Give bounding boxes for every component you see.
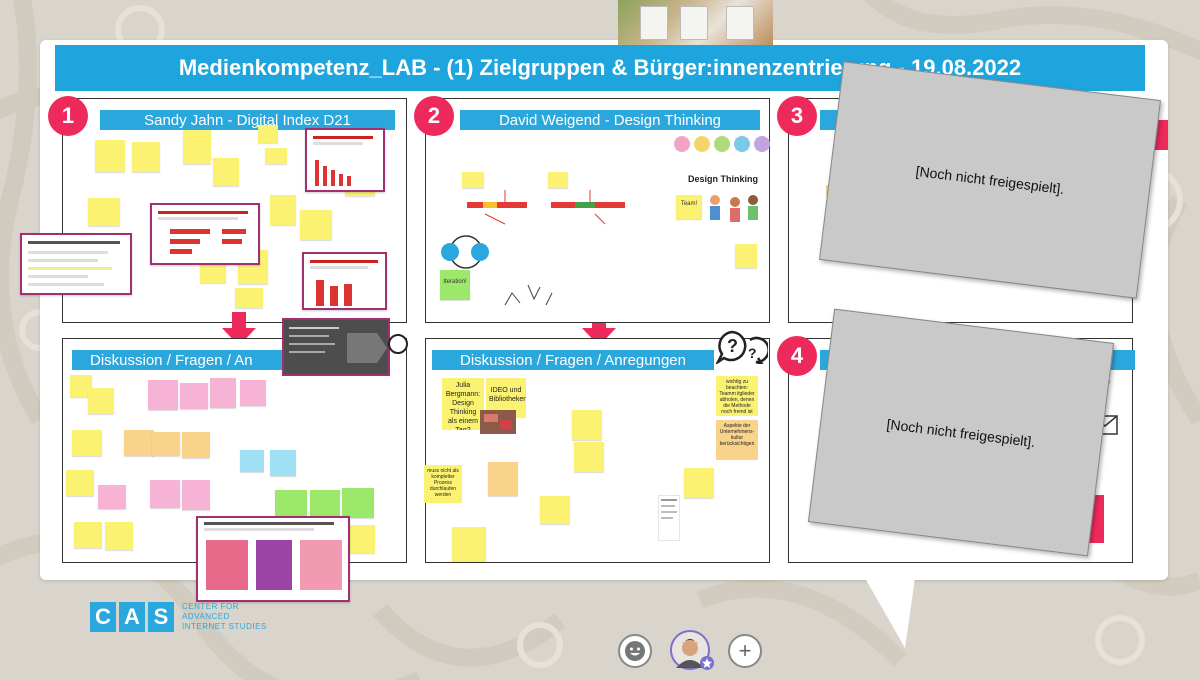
locked-card[interactable]: [Noch nicht freigespielt]. [807, 308, 1115, 557]
sticky-note[interactable] [572, 410, 602, 440]
star-badge-icon [700, 656, 714, 670]
sticky-note[interactable] [183, 130, 211, 164]
emoji-reaction-button[interactable] [618, 634, 652, 668]
sticky-note[interactable] [548, 172, 568, 188]
section-number-1: 1 [48, 96, 88, 136]
section-heading-1: Sandy Jahn - Digital Index D21 [100, 110, 395, 130]
sticky-note[interactable]: wichtig zu beachten: Teamm itglieder abh… [716, 376, 758, 416]
sticky-note[interactable] [88, 198, 120, 226]
design-thinking-icons [674, 136, 770, 152]
sticky-note[interactable] [300, 210, 332, 240]
svg-text:?: ? [727, 336, 738, 356]
sticky-note[interactable] [345, 525, 375, 553]
board-header-photo [618, 0, 773, 52]
cais-logo: C A S CENTER FOR ADVANCED INTERNET STUDI… [90, 602, 267, 632]
discussion-heading-1: Diskussion / Fragen / An [72, 350, 292, 370]
sticky-note[interactable] [342, 488, 374, 518]
sticky-note[interactable] [180, 383, 208, 409]
svg-text:?: ? [748, 345, 757, 361]
sticky-note[interactable] [70, 375, 92, 397]
sticky-note[interactable] [148, 380, 178, 410]
emoji-face-icon [625, 641, 645, 661]
sticky-note[interactable] [240, 380, 266, 406]
people-illustration [710, 195, 758, 222]
section-heading-2: David Weigend - Design Thinking [460, 110, 760, 130]
question-speech-bubbles-icon: ? ? [716, 330, 768, 364]
sticky-note[interactable] [66, 470, 94, 496]
logo-line: CENTER FOR [182, 602, 239, 611]
sticky-note[interactable] [540, 496, 570, 524]
arrow-down-icon [222, 312, 256, 346]
sticky-note[interactable]: Iteration! [440, 270, 470, 300]
section-number-4: 4 [777, 336, 817, 376]
sticky-note[interactable] [735, 244, 757, 268]
doodle-sketches [504, 284, 553, 306]
sticky-note[interactable] [88, 388, 114, 414]
sticky-note[interactable]: Team! [676, 195, 702, 219]
sticky-note[interactable] [452, 527, 486, 561]
slide-thumbnail-dark[interactable] [282, 318, 390, 376]
logo-letter: A [119, 602, 145, 632]
sticky-note[interactable] [684, 468, 714, 498]
sticky-note[interactable]: Aspekte der Unternehmens-kultur berücksi… [716, 420, 758, 460]
sticky-note[interactable] [150, 480, 180, 508]
slide-thumbnail[interactable] [196, 516, 350, 602]
iteration-cycle-icon [441, 235, 489, 269]
sticky-note[interactable] [574, 442, 604, 472]
sticky-note[interactable] [275, 490, 307, 520]
sticky-note[interactable] [132, 142, 160, 172]
sticky-note[interactable] [98, 485, 126, 509]
sticky-note[interactable] [105, 522, 133, 550]
sticky-note[interactable] [152, 432, 180, 456]
sticky-note-julia[interactable]: Julia Bergmann: Design Thinking als eine… [442, 378, 484, 430]
document-thumbnail[interactable] [658, 495, 680, 541]
slide-thumbnail[interactable] [20, 233, 132, 295]
sticky-note[interactable] [265, 148, 287, 164]
slide-thumbnail[interactable] [150, 203, 260, 265]
slide-thumbnail[interactable] [305, 128, 385, 192]
logo-line: INTERNET STUDIES [182, 622, 267, 631]
locked-card[interactable]: [Noch nicht freigespielt]. [819, 61, 1161, 299]
process-diagram [467, 190, 625, 225]
discussion-heading-2: Diskussion / Fragen / Anregungen [432, 350, 714, 370]
sticky-note[interactable] [488, 462, 518, 496]
slide-thumbnail[interactable] [302, 252, 387, 310]
sticky-note[interactable] [210, 378, 236, 408]
add-button[interactable]: + [728, 634, 762, 668]
section-number-3: 3 [777, 96, 817, 136]
sticky-note[interactable] [270, 450, 296, 476]
arrow-down-icon [582, 312, 616, 346]
sticky-note[interactable] [213, 158, 239, 186]
sticky-note[interactable] [240, 450, 264, 472]
logo-line: ADVANCED [182, 612, 230, 621]
sticky-note[interactable] [124, 430, 154, 456]
sticky-note[interactable] [95, 140, 125, 172]
user-avatar-icon [672, 632, 708, 668]
sticky-note[interactable] [182, 480, 210, 510]
sticky-note[interactable] [182, 432, 210, 458]
design-thinking-label: Design Thinking [687, 174, 758, 184]
board-speech-tail [865, 578, 915, 648]
sticky-note[interactable] [270, 195, 296, 225]
sticky-note[interactable]: muss nicht als kompletter Prozess durchl… [424, 465, 462, 503]
sticky-note[interactable] [462, 172, 484, 188]
sticky-note[interactable] [310, 490, 340, 520]
logo-letter: C [90, 602, 116, 632]
sticky-note[interactable] [258, 125, 278, 143]
sticky-note[interactable] [235, 288, 263, 308]
photo-thumbnail[interactable] [480, 410, 516, 434]
sticky-note[interactable] [74, 522, 102, 548]
sticky-note[interactable] [72, 430, 102, 456]
logo-letter: S [148, 602, 174, 632]
section-number-2: 2 [414, 96, 454, 136]
speech-bubble-icon [388, 334, 408, 354]
